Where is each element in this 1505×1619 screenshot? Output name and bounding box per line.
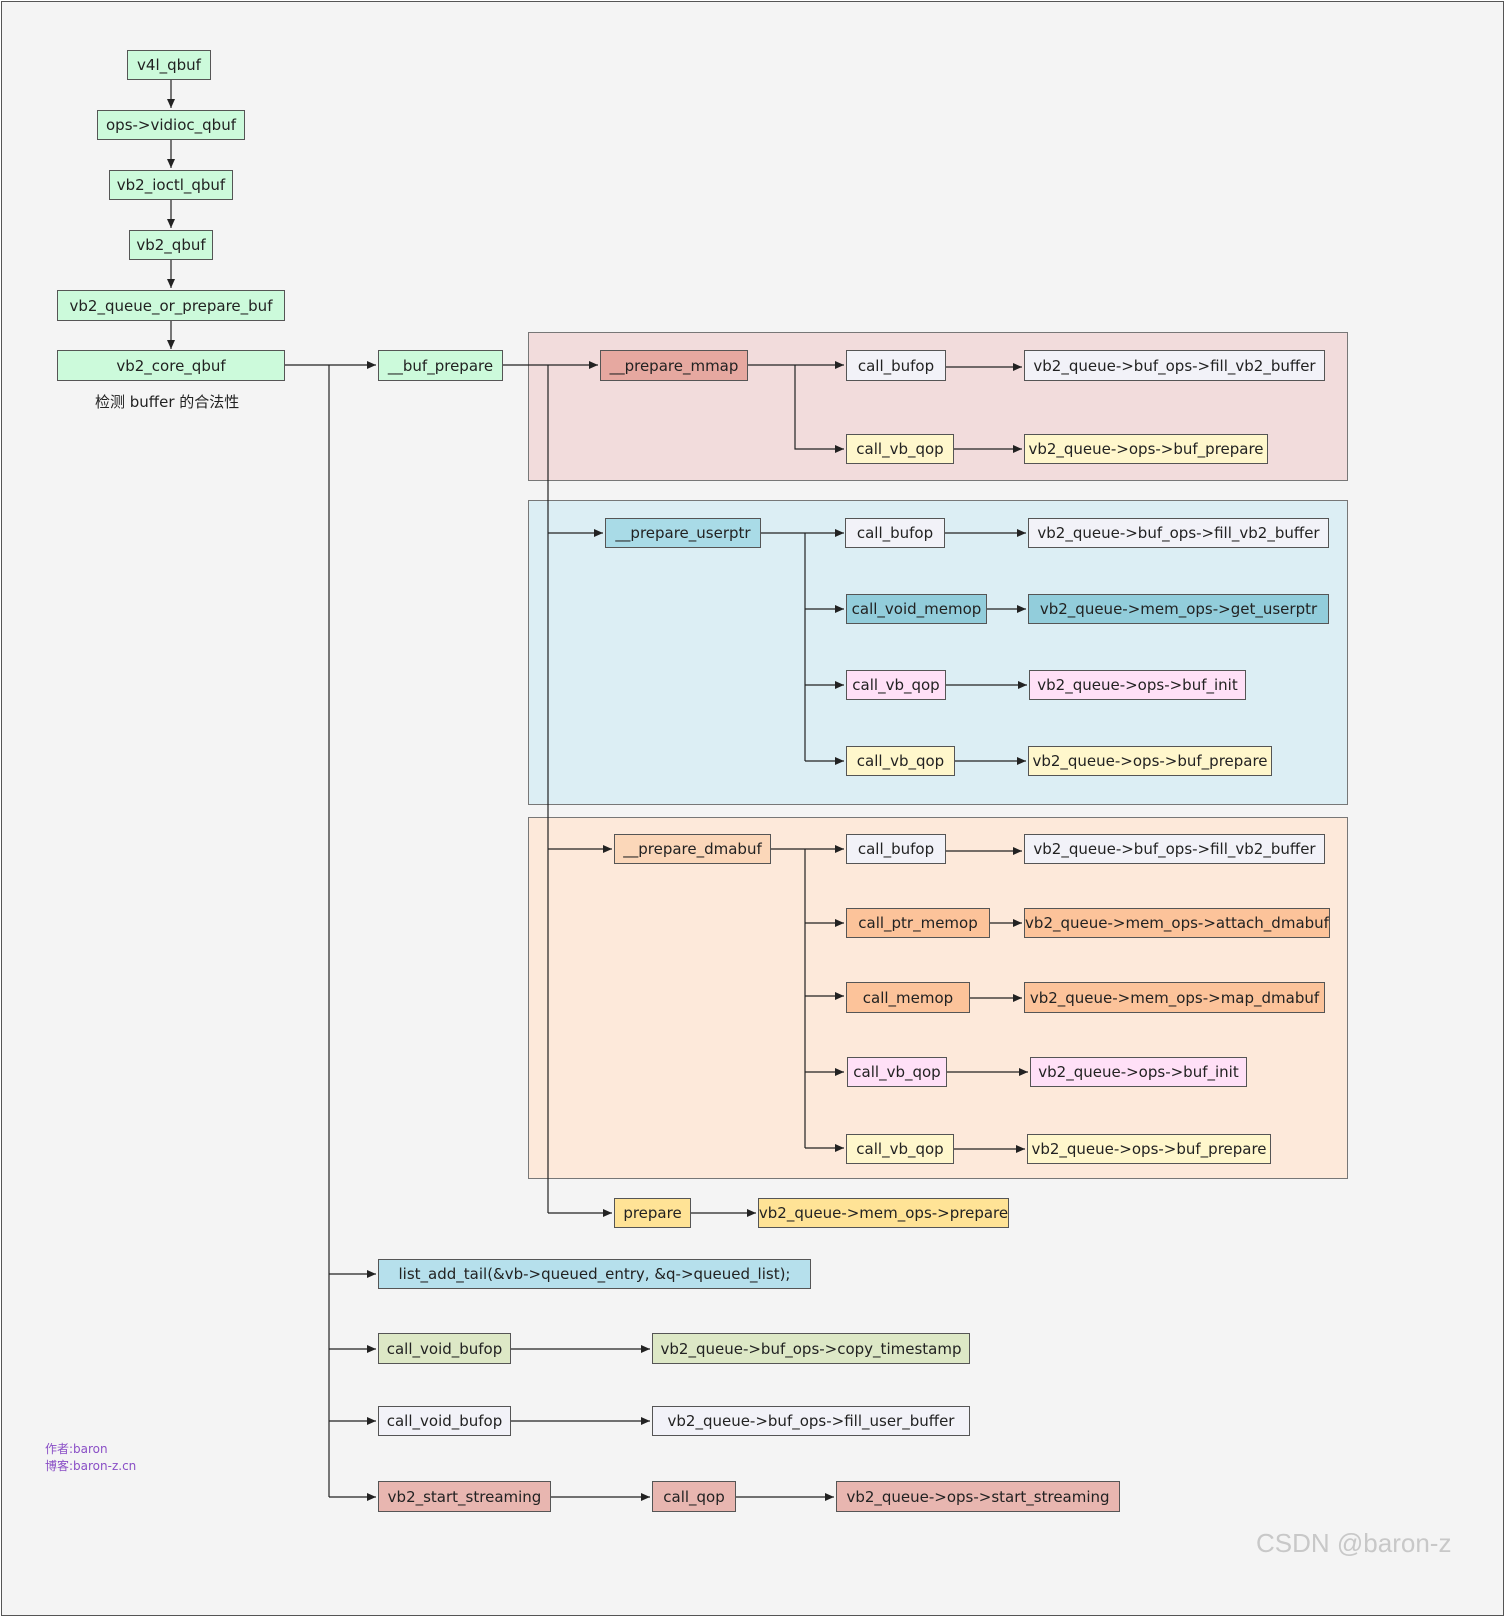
node-userptr-get-userptr: vb2_queue->mem_ops->get_userptr — [1028, 594, 1329, 624]
node-fill-user-buffer: vb2_queue->buf_ops->fill_user_buffer — [652, 1406, 970, 1436]
node-userptr-fill-vb2-buffer: vb2_queue->buf_ops->fill_vb2_buffer — [1028, 518, 1329, 548]
node-mmap-fill-vb2-buffer: vb2_queue->buf_ops->fill_vb2_buffer — [1024, 350, 1325, 381]
node-mmap-buf-prepare: vb2_queue->ops->buf_prepare — [1024, 434, 1268, 464]
node-dmabuf-call-ptr-memop: call_ptr_memop — [846, 908, 990, 938]
node-mmap-call-vb-qop: call_vb_qop — [846, 434, 954, 464]
node-userptr-call-bufop: call_bufop — [845, 518, 945, 548]
node-call-void-bufop-fill: call_void_bufop — [378, 1406, 511, 1436]
node-userptr-call-vb-qop-init: call_vb_qop — [846, 670, 946, 700]
node-ops-start-streaming: vb2_queue->ops->start_streaming — [836, 1481, 1120, 1512]
edge-mmap-to-vb-qop — [794, 365, 844, 453]
node-prepare-mmap: __prepare_mmap — [600, 350, 748, 381]
node-prepare-dmabuf: __prepare_dmabuf — [614, 834, 771, 864]
node-prepare: prepare — [614, 1198, 691, 1228]
node-dmabuf-call-bufop: call_bufop — [846, 834, 946, 864]
node-vb2-queue-or-prepare-buf: vb2_queue_or_prepare_buf — [57, 290, 285, 321]
node-vb2-ioctl-qbuf: vb2_ioctl_qbuf — [109, 170, 233, 200]
node-dmabuf-attach-dmabuf: vb2_queue->mem_ops->attach_dmabuf — [1024, 908, 1330, 938]
node-vb2-core-qbuf: vb2_core_qbuf — [57, 350, 285, 381]
caption-check-buffer: 检测 buffer 的合法性 — [95, 393, 240, 411]
node-mem-ops-prepare: vb2_queue->mem_ops->prepare — [758, 1198, 1009, 1228]
blog-label: 博客:baron-z.cn — [45, 1459, 137, 1473]
node-call-void-bufop-timestamp: call_void_bufop — [378, 1333, 511, 1364]
node-userptr-call-vb-qop-prepare: call_vb_qop — [846, 746, 955, 776]
node-dmabuf-fill-vb2-buffer: vb2_queue->buf_ops->fill_vb2_buffer — [1024, 834, 1325, 864]
node-buf-prepare: __buf_prepare — [378, 350, 503, 381]
node-ops-vidioc-qbuf: ops->vidioc_qbuf — [97, 110, 245, 140]
node-v4l-qbuf: v4l_qbuf — [127, 50, 211, 80]
node-call-qop: call_qop — [652, 1481, 736, 1512]
node-userptr-buf-prepare: vb2_queue->ops->buf_prepare — [1028, 746, 1272, 776]
node-prepare-userptr: __prepare_userptr — [605, 518, 761, 548]
node-list-add-tail: list_add_tail(&vb->queued_entry, &q->que… — [378, 1259, 811, 1289]
node-dmabuf-buf-init: vb2_queue->ops->buf_init — [1030, 1057, 1247, 1087]
node-userptr-call-void-memop: call_void_memop — [846, 594, 987, 624]
node-copy-timestamp: vb2_queue->buf_ops->copy_timestamp — [652, 1333, 970, 1364]
node-vb2-start-streaming: vb2_start_streaming — [378, 1481, 551, 1512]
node-dmabuf-call-memop: call_memop — [846, 982, 970, 1013]
node-dmabuf-map-dmabuf: vb2_queue->mem_ops->map_dmabuf — [1024, 982, 1325, 1013]
node-mmap-call-bufop: call_bufop — [846, 350, 946, 381]
node-dmabuf-call-vb-qop-init: call_vb_qop — [847, 1057, 947, 1087]
node-vb2-qbuf: vb2_qbuf — [129, 230, 213, 260]
node-dmabuf-buf-prepare: vb2_queue->ops->buf_prepare — [1027, 1134, 1271, 1164]
author-label: 作者:baron — [45, 1442, 108, 1456]
node-userptr-buf-init: vb2_queue->ops->buf_init — [1029, 670, 1246, 700]
node-dmabuf-call-vb-qop-prepare: call_vb_qop — [846, 1134, 954, 1164]
watermark: CSDN @baron-z — [1256, 1528, 1452, 1558]
